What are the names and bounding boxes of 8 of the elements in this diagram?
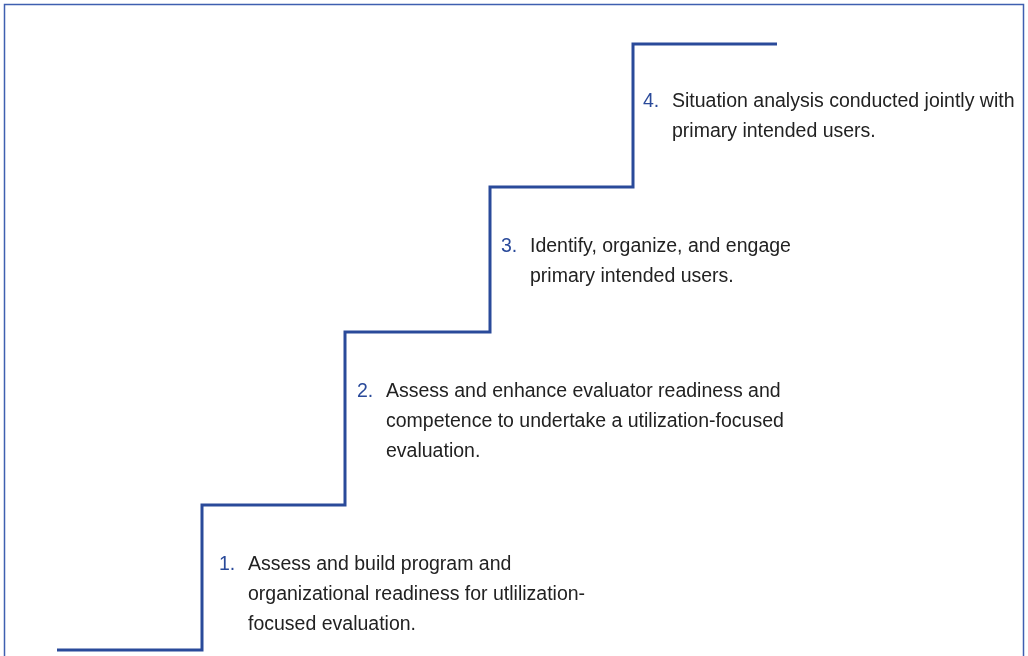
step-number: 4. <box>643 88 660 113</box>
step-text: Identify, organize, and engage primary intended users. <box>530 233 792 288</box>
step-text: Assess and build program and organizational readiness for utlilization-focused evaluation. <box>248 551 587 636</box>
step-number: 1. <box>219 551 236 576</box>
step-number: 2. <box>357 378 374 403</box>
step-number: 3. <box>501 233 518 258</box>
step-text: Assess and enhance evaluator readiness and competence to undertake a utilization-focused evaluation. <box>386 378 785 463</box>
step-text: Situation analysis conducted jointly with primary intended users. <box>672 88 1016 143</box>
